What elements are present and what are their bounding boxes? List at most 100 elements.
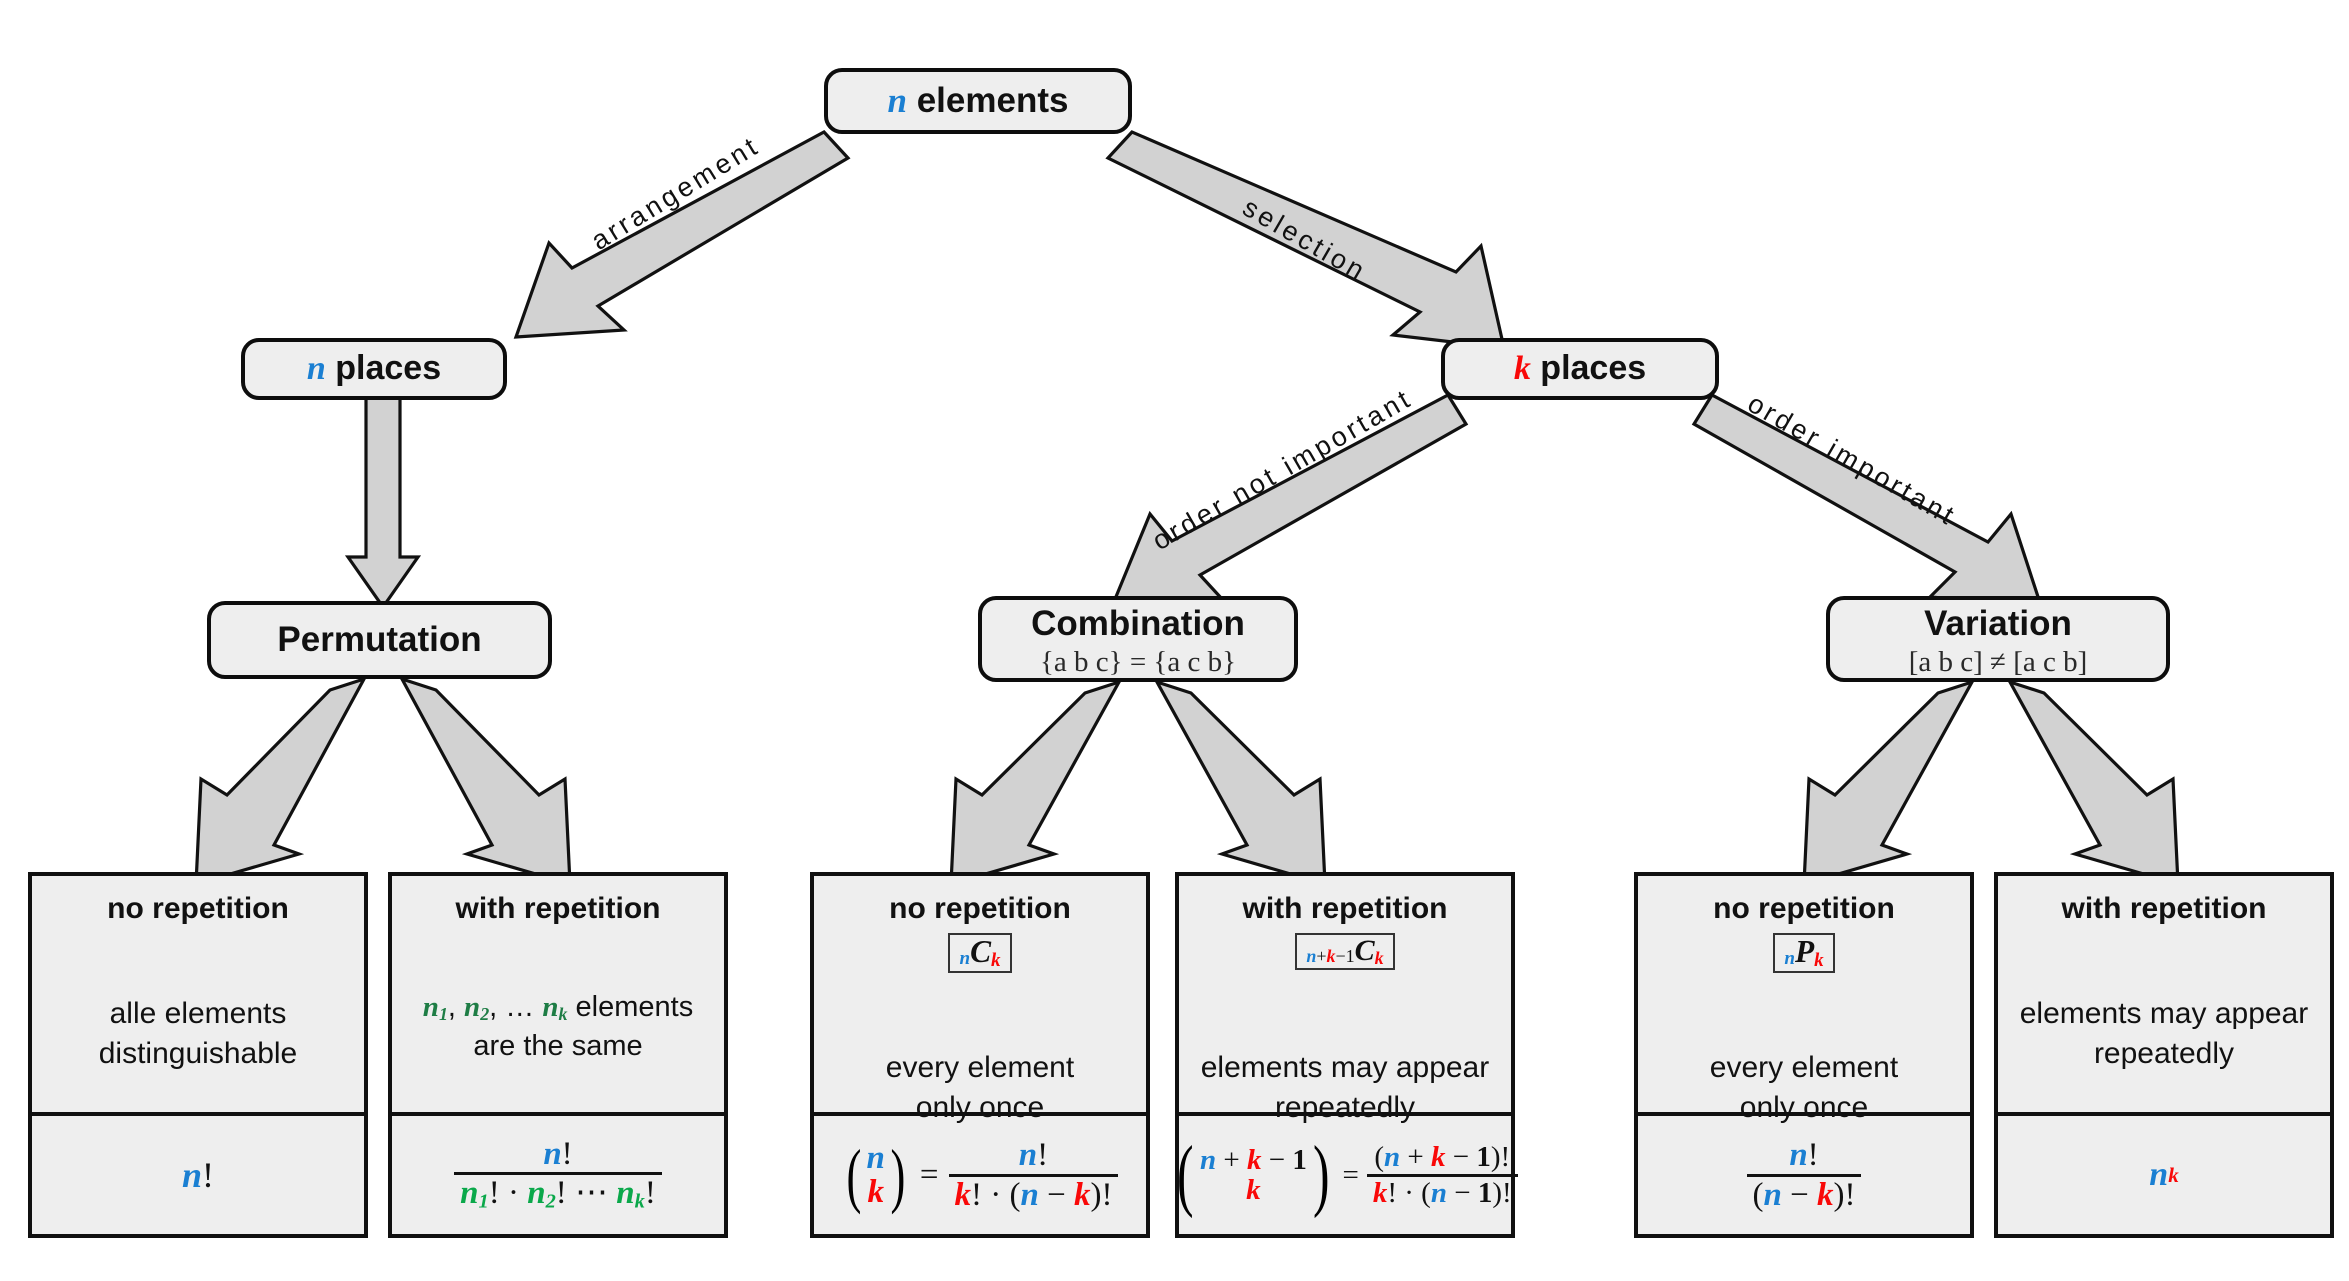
- symbol-C: C: [970, 933, 991, 969]
- paren-right: ): [1312, 1130, 1330, 1219]
- variable-n: n: [181, 1155, 203, 1195]
- variable-n2: n2: [464, 991, 490, 1024]
- arrow-var-left: [1802, 679, 1976, 887]
- node-variation[interactable]: Variation [a b c] ≠ [a c b]: [1826, 596, 2170, 682]
- fraction: n! n1! · n2! ⋯ nk!: [454, 1135, 662, 1214]
- desc-line: every element: [885, 1051, 1075, 1084]
- variable-n: n: [306, 350, 326, 388]
- desc-line: distinguishable: [98, 1036, 298, 1070]
- node-n-places-text: places: [335, 349, 442, 388]
- node-combination-subtitle: {a b c} = {a c b}: [1039, 645, 1237, 678]
- node-k-places-text: places: [1540, 349, 1647, 388]
- desc-line: elements may appear: [1200, 1051, 1490, 1084]
- card-description: every element only once: [1638, 1048, 1970, 1127]
- notation-nPk: nPk: [1773, 932, 1835, 974]
- card-heading: with repetition: [2061, 892, 2267, 925]
- node-variation-subtitle: [a b c] ≠ [a c b]: [1908, 645, 2088, 678]
- edge-label-selection: selection: [1237, 192, 1373, 288]
- card-heading: no repetition: [889, 892, 1071, 925]
- card-description: elements may appear repeatedly: [1998, 994, 2330, 1073]
- fraction: n! k! · (n − k)!: [948, 1138, 1119, 1212]
- card-comb-no-repetition[interactable]: no repetition nCk every element only onc…: [810, 872, 1150, 1238]
- card-var-no-repetition[interactable]: no repetition nPk every element only onc…: [1634, 872, 1974, 1238]
- card-formula: ( n k ) = n! k! · (n − k)!: [814, 1116, 1146, 1234]
- equals-sign: =: [919, 1156, 939, 1193]
- node-n-elements-label: n elements: [887, 80, 1069, 120]
- variable-n: n: [866, 1139, 885, 1176]
- arrow-comb-left: [949, 679, 1123, 887]
- arrow-comb-right: [1153, 679, 1327, 887]
- card-top: no repetition nCk every element only onc…: [814, 876, 1146, 1124]
- card-heading: no repetition: [1713, 892, 1895, 925]
- paren-right: ): [890, 1134, 906, 1215]
- card-description: alle elements distinguishable: [32, 994, 364, 1073]
- desc-line: only once: [915, 1090, 1045, 1124]
- symbol-P: P: [1794, 933, 1815, 969]
- arrow-perm-right: [398, 676, 572, 887]
- arrow-nplaces-permutation: [344, 380, 422, 610]
- node-n-places-label: n places: [306, 349, 442, 388]
- factorial-sign: !: [561, 1135, 573, 1172]
- desc-line: only once: [1739, 1090, 1869, 1124]
- card-top: no repetition nPk every element only onc…: [1638, 876, 1970, 1124]
- variable-k: k: [1814, 949, 1824, 971]
- desc-line: repeatedly: [1274, 1090, 1416, 1124]
- node-permutation[interactable]: Permutation: [207, 601, 552, 679]
- arrow-order-important: [1691, 392, 2044, 608]
- variable-n1: n1: [422, 991, 448, 1024]
- variable-k: k: [991, 949, 1001, 971]
- node-n-elements-text: elements: [916, 80, 1069, 120]
- card-perm-no-repetition[interactable]: no repetition alle elements distinguisha…: [28, 872, 368, 1238]
- fraction: n! (n − k)!: [1746, 1138, 1862, 1213]
- node-n-places[interactable]: n places: [241, 338, 507, 400]
- numerator: n!: [537, 1135, 578, 1173]
- card-top: with repetition n+k−1Ck elements may app…: [1179, 876, 1511, 1124]
- variable-n: n: [543, 1135, 562, 1172]
- card-description: n1, n2, … nk elements are the same: [392, 988, 724, 1065]
- variable-n: n: [959, 947, 971, 969]
- notation-nCk: nCk: [948, 932, 1012, 974]
- binomial-coefficient: ( n k ): [842, 1134, 910, 1217]
- desc-line: every element: [1709, 1051, 1899, 1084]
- equals-sign: =: [1342, 1158, 1359, 1191]
- card-formula: n! (n − k)!: [1638, 1116, 1970, 1234]
- desc-line: elements may appear: [2019, 997, 2309, 1030]
- arrow-var-right: [2006, 679, 2180, 887]
- node-k-places-label: k places: [1513, 349, 1647, 388]
- card-comb-with-repetition[interactable]: with repetition n+k−1Ck elements may app…: [1175, 872, 1518, 1238]
- variable-k: k: [1513, 350, 1531, 388]
- binom-stack: n + k − 1 k: [1199, 1143, 1307, 1206]
- denominator: k! · (n − 1)!: [1366, 1173, 1518, 1208]
- desc-line: repeatedly: [2093, 1036, 2235, 1070]
- denominator: (n − k)!: [1746, 1173, 1862, 1213]
- arrow-perm-left: [194, 676, 368, 887]
- binom-stack: n k: [866, 1139, 886, 1210]
- variable-n: n: [2149, 1156, 2169, 1193]
- desc-line: n1, n2, … nk elements: [422, 991, 694, 1024]
- paren-left: (: [1177, 1130, 1194, 1219]
- card-top: with repetition elements may appear repe…: [1998, 876, 2330, 1116]
- factorial-sign: !: [202, 1155, 215, 1195]
- card-perm-with-repetition[interactable]: with repetition n1, n2, … nk elements ar…: [388, 872, 728, 1238]
- node-n-elements[interactable]: n elements: [824, 68, 1132, 134]
- binomial-coefficient: ( n + k − 1 k ): [1172, 1130, 1334, 1221]
- node-k-places[interactable]: k places: [1441, 338, 1719, 400]
- variable-n: n: [1784, 947, 1795, 969]
- card-formula: n!: [32, 1116, 364, 1234]
- edge-label-arrangement: arrangement: [585, 130, 765, 256]
- node-combination[interactable]: Combination {a b c} = {a c b}: [978, 596, 1298, 682]
- paren-left: (: [846, 1134, 861, 1215]
- card-description: every element only once: [814, 1048, 1146, 1127]
- card-description: elements may appear repeatedly: [1179, 1048, 1511, 1127]
- variable-k: k: [867, 1174, 884, 1210]
- node-variation-title: Variation: [1924, 604, 2072, 643]
- arrow-order-not-important: [1110, 392, 1469, 606]
- card-formula: ( n + k − 1 k ) = (n + k − 1)! k! · (n −…: [1177, 1116, 1518, 1234]
- card-heading: no repetition: [107, 892, 289, 925]
- variable-n: n: [887, 80, 907, 120]
- card-top: with repetition n1, n2, … nk elements ar…: [392, 876, 724, 1116]
- card-var-with-repetition[interactable]: with repetition elements may appear repe…: [1994, 872, 2334, 1238]
- node-permutation-title: Permutation: [277, 619, 482, 659]
